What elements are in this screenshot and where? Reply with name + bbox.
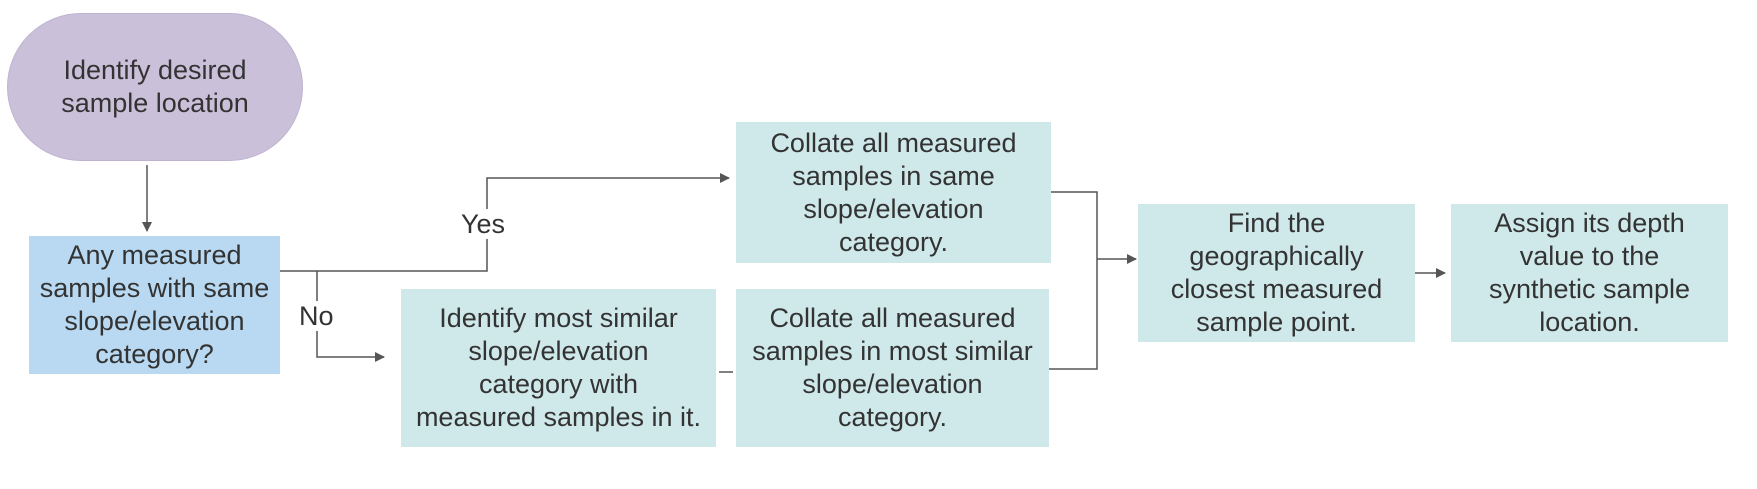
collate-similar-node-label: Collate all measured samples in most sim… bbox=[752, 303, 1033, 432]
connector-collate-same-join bbox=[1049, 191, 1098, 370]
collate-same-node-label: Collate all measured samples in same slo… bbox=[770, 127, 1017, 257]
start-node-label: Identify desired sample location bbox=[61, 55, 249, 118]
edge-label-no: No bbox=[297, 301, 336, 331]
decision-node: Any measured samples with same slope/ele… bbox=[29, 236, 280, 374]
start-node: Identify desired sample location bbox=[7, 13, 303, 161]
edge-label-yes: Yes bbox=[459, 209, 508, 239]
find-closest-node-label: Find the geographically closest measured… bbox=[1170, 208, 1383, 337]
collate-same-node: Collate all measured samples in same slo… bbox=[736, 122, 1051, 263]
decision-node-label: Any measured samples with same slope/ele… bbox=[39, 240, 270, 369]
identify-similar-node: Identify most similar slope/elevation ca… bbox=[401, 289, 716, 447]
find-closest-node: Find the geographically closest measured… bbox=[1138, 204, 1415, 342]
assign-depth-node-label: Assign its depth value to the synthetic … bbox=[1488, 208, 1691, 337]
identify-similar-node-label: Identify most similar slope/elevation ca… bbox=[415, 303, 702, 432]
assign-depth-node: Assign its depth value to the synthetic … bbox=[1451, 204, 1728, 342]
collate-similar-node: Collate all measured samples in most sim… bbox=[736, 289, 1049, 447]
arrow-decision-no bbox=[316, 271, 385, 362]
